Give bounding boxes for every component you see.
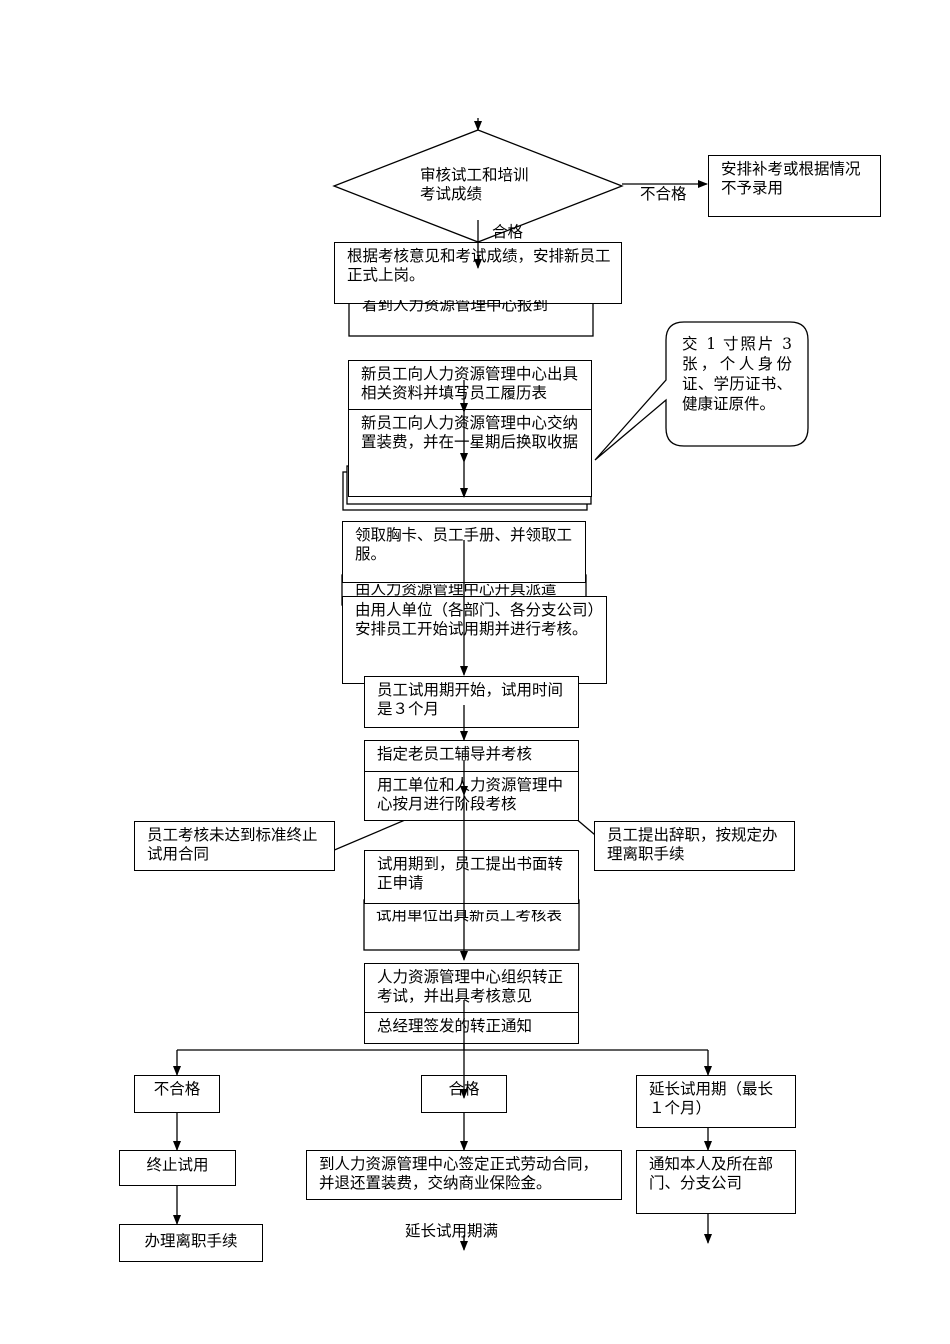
extend-notify: 通知本人及所在部门、分支公司	[636, 1150, 796, 1214]
hidden-dispatch-text: 由人力资源管理中心开具派遣	[355, 580, 557, 598]
step-badge: 领取胸卡、员工手册、并领取工服。	[342, 521, 586, 583]
hidden-assess-form-box	[363, 899, 580, 951]
decision-text: 审核试工和培训 考试成绩	[420, 166, 529, 204]
pass-label-top: 合格	[492, 223, 524, 241]
step-submit-docs: 新员工向人力资源管理中心出具相关资料并填写员工履历表	[348, 360, 592, 410]
step-mentor: 指定老员工辅导并考核	[364, 740, 579, 772]
branch-extend: 延长试用期（最长１个月）	[636, 1075, 796, 1128]
step-apply: 试用期到，员工提出书面转正申请	[364, 850, 579, 904]
pass-contract: 到人力资源管理中心签定正式劳动合同，并退还置装费，交纳商业保险金。	[306, 1150, 622, 1200]
left-fail-box: 员工考核未达到标准终止试用合同	[134, 821, 335, 871]
step-unit-assess: 由用人单位（各部门、各分支公司）安排员工开始试用期并进行考核。	[342, 596, 607, 684]
callout-bubble	[594, 321, 809, 461]
branch-pass: 合格	[421, 1075, 507, 1113]
step-probation-start: 员工试用期开始，试用时间是３个月	[364, 676, 579, 728]
decision-line1: 审核试工和培训	[420, 166, 529, 184]
step-notice: 总经理签发的转正通知	[364, 1012, 579, 1044]
fail-leave: 办理离职手续	[119, 1224, 263, 1262]
step-exam: 人力资源管理中心组织转正考试，并出具考核意见	[364, 963, 579, 1013]
step-pay-fee: 新员工向人力资源管理中心交纳置装费，并在一星期后换取收据	[348, 409, 592, 497]
hidden-assess-form-text: 试用单位出具新员工考核表	[376, 906, 563, 924]
extend-end-label: 延长试用期满	[405, 1222, 499, 1240]
fail-terminate: 终止试用	[119, 1150, 236, 1186]
step-arrange-post: 根据考核意见和考试成绩，安排新员工正式上岗。	[334, 242, 622, 304]
fail-label-top: 不合格	[640, 185, 687, 203]
right-resign-box: 员工提出辞职，按规定办理离职手续	[594, 821, 795, 871]
callout-docs: 交 1 寸照片 3 张，个人身份证、学历证书、健康证原件。	[682, 335, 792, 413]
step-monthly: 用工单位和人力资源管理中心按月进行阶段考核	[364, 771, 579, 821]
decision-line2: 考试成绩	[420, 185, 483, 203]
branch-fail: 不合格	[134, 1075, 220, 1113]
reject-box: 安排补考或根据情况不予录用	[708, 155, 881, 217]
hidden-report-text: 着到人力资源管理中心报到	[362, 296, 549, 314]
